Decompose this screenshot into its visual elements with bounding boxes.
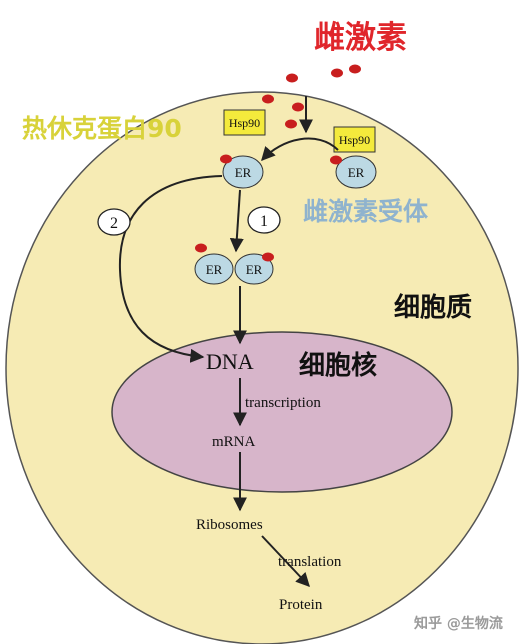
pathway-2-marker: 2 bbox=[97, 208, 131, 236]
er-receptor-bound: ER bbox=[220, 154, 264, 189]
translation-label: translation bbox=[278, 554, 342, 570]
hsp90-box-right-text: Hsp90 bbox=[339, 133, 370, 147]
pathway-1-arrow bbox=[229, 189, 244, 253]
pathway-1-marker: 1 bbox=[247, 206, 281, 234]
er-dimer-left-label: ER bbox=[206, 262, 223, 277]
hsp90-box-left: Hsp90 bbox=[223, 109, 266, 136]
hsp90-box-right: Hsp90 bbox=[333, 126, 376, 153]
pathway-2-number: 2 bbox=[110, 215, 118, 232]
er-dimer-right-label: ER bbox=[246, 262, 263, 277]
translation-arrow bbox=[261, 535, 310, 588]
nucleus bbox=[111, 331, 453, 493]
watermark: 知乎 @生物流 bbox=[414, 615, 503, 632]
transcription-label: transcription bbox=[245, 395, 321, 411]
ribosomes-label: Ribosomes bbox=[196, 517, 263, 533]
er-complex-label: ER bbox=[348, 165, 365, 180]
er-receptor-hsp90-complex: ER bbox=[330, 155, 377, 189]
cytoplasm-label: 细胞质 bbox=[394, 292, 472, 323]
estrogen-molecules bbox=[262, 64, 361, 129]
pathway-1-number: 1 bbox=[260, 213, 268, 230]
pathway-2-arrow bbox=[118, 175, 223, 363]
mrna-label: mRNA bbox=[212, 434, 256, 450]
hsp90-box-left-text: Hsp90 bbox=[229, 116, 260, 130]
estrogen-title: 雌激素 bbox=[314, 20, 407, 56]
dna-label: DNA bbox=[206, 349, 254, 374]
er-dimer: ER ER bbox=[194, 243, 274, 285]
protein-label: Protein bbox=[279, 597, 323, 613]
er-bound-label: ER bbox=[235, 165, 252, 180]
estrogen-receptor-label: 雌激素受体 bbox=[303, 197, 429, 226]
hsp90-label: 热休克蛋白90 bbox=[22, 114, 182, 143]
nucleus-label: 细胞核 bbox=[299, 350, 377, 381]
hsp90-release-arrow bbox=[261, 137, 339, 162]
